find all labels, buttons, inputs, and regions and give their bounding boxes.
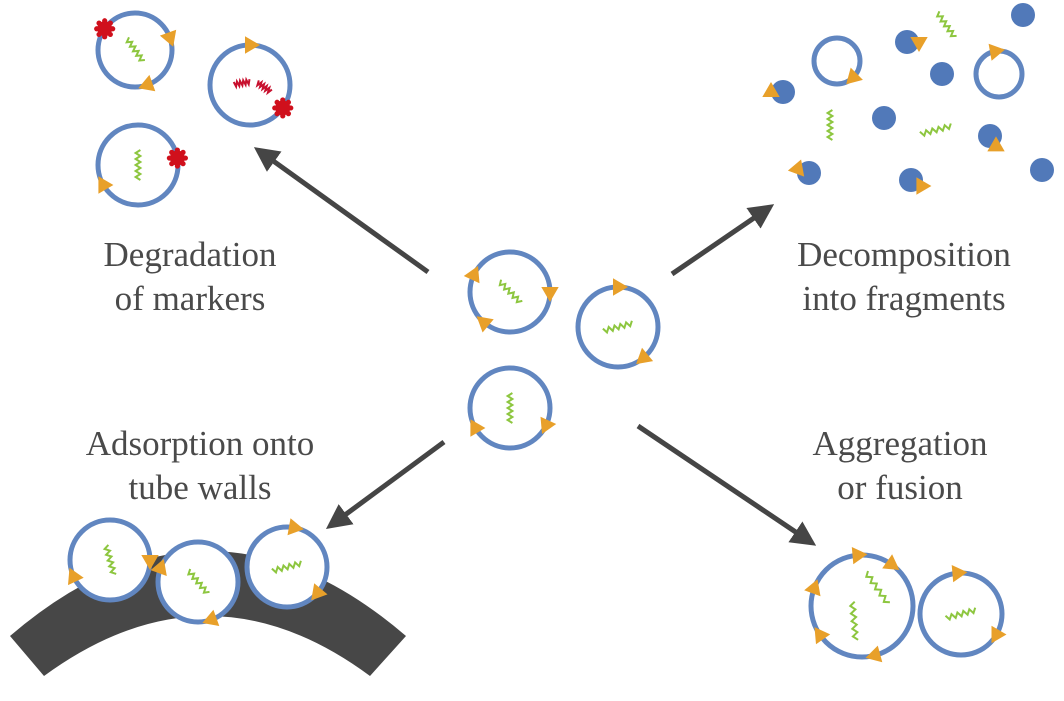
vesicle-icon bbox=[150, 539, 241, 626]
damaged-marker-icon bbox=[272, 97, 294, 119]
degraded-cargo-icon bbox=[232, 76, 251, 90]
vesicle-layer bbox=[67, 10, 1025, 663]
surface-marker-icon bbox=[846, 67, 863, 85]
label-degradation-line-2: of markers bbox=[114, 279, 266, 318]
surface-marker-icon bbox=[470, 419, 486, 437]
cargo-icon bbox=[125, 36, 145, 62]
cargo-icon bbox=[944, 607, 977, 622]
surface-marker-icon bbox=[476, 316, 494, 333]
surface-marker-icon bbox=[916, 177, 932, 195]
cargo-icon bbox=[825, 109, 835, 141]
vesicle-icon bbox=[467, 365, 557, 451]
label-degradation: Degradation of markers bbox=[104, 233, 277, 321]
surface-marker-icon bbox=[245, 36, 260, 54]
label-decomposition-line-1: Decomposition bbox=[797, 235, 1011, 274]
surface-marker-icon bbox=[98, 176, 114, 194]
arrow-to-decomposition bbox=[670, 204, 775, 277]
cargo-icon bbox=[919, 123, 952, 138]
cargo-icon bbox=[505, 392, 515, 424]
surface-marker-icon bbox=[951, 565, 968, 583]
membrane-fragment-icon bbox=[787, 159, 821, 185]
vesicle-icon bbox=[94, 10, 177, 92]
vesicle-icon bbox=[95, 122, 188, 208]
cargo-icon bbox=[271, 560, 302, 575]
cargo-icon bbox=[935, 10, 957, 38]
label-decomposition: Decomposition into fragments bbox=[797, 233, 1011, 321]
label-aggregation: Aggregation or fusion bbox=[813, 422, 988, 510]
membrane-fragment-icon bbox=[1030, 158, 1054, 182]
label-aggregation-line-1: Aggregation bbox=[812, 424, 988, 463]
surface-marker-icon bbox=[851, 547, 868, 565]
surface-marker-icon bbox=[141, 555, 159, 570]
surface-marker-icon bbox=[540, 416, 557, 434]
cargo-icon bbox=[133, 149, 143, 181]
cargo-icon bbox=[848, 600, 859, 641]
label-decomposition-line-2: into fragments bbox=[802, 279, 1006, 318]
vesicle-icon bbox=[973, 43, 1025, 100]
membrane-fragment-icon bbox=[899, 168, 932, 195]
surface-marker-icon bbox=[636, 347, 654, 365]
membrane-fragment-icon bbox=[930, 62, 954, 86]
arrow-to-aggregation bbox=[636, 423, 817, 546]
surface-marker-icon bbox=[463, 266, 480, 284]
arrow-to-degradation bbox=[253, 147, 430, 275]
surface-marker-icon bbox=[159, 29, 177, 47]
vesicle-icon bbox=[244, 518, 330, 610]
label-aggregation-line-2: or fusion bbox=[837, 468, 963, 507]
cargo-icon bbox=[186, 568, 210, 594]
vesicle-icon bbox=[917, 565, 1007, 658]
label-adsorption-line-1: Adsorption onto bbox=[85, 424, 315, 463]
surface-marker-icon bbox=[991, 625, 1007, 644]
surface-marker-icon bbox=[804, 579, 821, 597]
membrane-fragment-icon bbox=[1011, 3, 1035, 27]
label-adsorption: Adsorption onto tube walls bbox=[86, 422, 314, 510]
surface-marker-icon bbox=[541, 287, 559, 302]
vesicle-icon bbox=[811, 35, 863, 87]
cargo-icon bbox=[864, 570, 890, 604]
surface-marker-icon bbox=[287, 518, 304, 536]
surface-marker-icon bbox=[68, 567, 84, 586]
cargo-icon bbox=[602, 320, 633, 335]
surface-marker-icon bbox=[613, 278, 628, 296]
vesicle-icon bbox=[804, 547, 916, 663]
membrane-fragment-icon bbox=[978, 124, 1005, 152]
label-adsorption-line-2: tube walls bbox=[128, 468, 272, 507]
surface-marker-icon bbox=[202, 609, 220, 626]
surface-marker-icon bbox=[865, 645, 883, 663]
surface-marker-icon bbox=[150, 558, 167, 576]
damaged-marker-icon bbox=[94, 18, 116, 40]
vesicle-icon bbox=[67, 517, 159, 603]
surface-marker-icon bbox=[787, 159, 805, 177]
vesicle-icon bbox=[575, 278, 661, 370]
surface-marker-icon bbox=[762, 82, 780, 97]
surface-marker-icon bbox=[138, 74, 156, 92]
damaged-marker-icon bbox=[166, 147, 188, 169]
surface-marker-icon bbox=[814, 627, 831, 645]
fragment-layer bbox=[762, 3, 1054, 195]
membrane-fragment-icon bbox=[762, 80, 795, 104]
membrane-fragment-icon bbox=[872, 106, 896, 130]
cargo-icon bbox=[498, 279, 523, 304]
surface-marker-icon bbox=[882, 554, 900, 570]
surface-marker-icon bbox=[910, 37, 928, 52]
arrow-to-adsorption bbox=[325, 439, 446, 529]
vesicle-icon bbox=[463, 249, 559, 335]
surface-marker-icon bbox=[987, 136, 1005, 152]
degraded-cargo-icon bbox=[255, 79, 273, 96]
surface-marker-icon bbox=[988, 43, 1005, 61]
cargo-icon bbox=[102, 544, 117, 575]
membrane-fragment-icon bbox=[895, 30, 928, 54]
surface-marker-icon bbox=[311, 583, 328, 601]
vesicle-icon bbox=[207, 36, 294, 128]
label-degradation-line-1: Degradation bbox=[103, 235, 277, 274]
